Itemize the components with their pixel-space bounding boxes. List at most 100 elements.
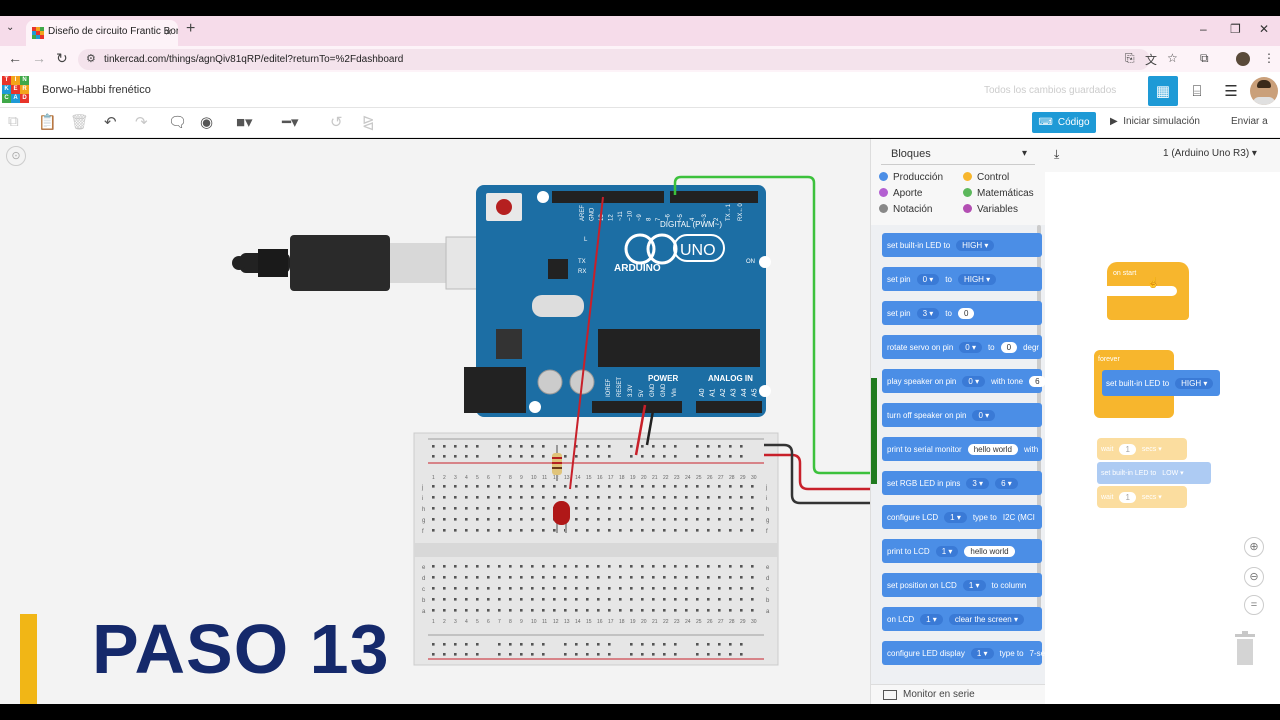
- breadboard-hole[interactable]: [520, 485, 523, 488]
- palette-block-arg[interactable]: 1 ▾: [920, 613, 943, 625]
- palette-block-arg[interactable]: 0: [957, 307, 975, 319]
- breadboard-hole[interactable]: [586, 507, 589, 510]
- breadboard-hole[interactable]: [443, 496, 446, 499]
- palette-block-arg[interactable]: degr: [1023, 342, 1040, 352]
- set-led-value[interactable]: HIGH ▾: [1175, 377, 1214, 389]
- breadboard-hole[interactable]: [718, 518, 721, 521]
- breadboard-hole[interactable]: [740, 565, 743, 568]
- breadboard-hole[interactable]: [454, 643, 457, 646]
- palette-block-arg[interactable]: hello world: [964, 545, 1015, 557]
- breadboard-hole[interactable]: [476, 445, 479, 448]
- breadboard-hole[interactable]: [641, 518, 644, 521]
- breadboard-hole[interactable]: [641, 609, 644, 612]
- breadboard-hole[interactable]: [454, 653, 457, 656]
- breadboard-hole[interactable]: [597, 485, 600, 488]
- breadboard-hole[interactable]: [542, 576, 545, 579]
- breadboard-hole[interactable]: [696, 587, 699, 590]
- breadboard-hole[interactable]: [542, 445, 545, 448]
- breadboard-hole[interactable]: [608, 653, 611, 656]
- breadboard-hole[interactable]: [520, 576, 523, 579]
- breadboard-hole[interactable]: [707, 485, 710, 488]
- breadboard-hole[interactable]: [476, 455, 479, 458]
- breadboard-hole[interactable]: [740, 455, 743, 458]
- breadboard-hole[interactable]: [608, 445, 611, 448]
- breadboard-hole[interactable]: [476, 518, 479, 521]
- breadboard-hole[interactable]: [707, 643, 710, 646]
- breadboard-hole[interactable]: [696, 485, 699, 488]
- breadboard-hole[interactable]: [531, 445, 534, 448]
- breadboard-hole[interactable]: [520, 598, 523, 601]
- breadboard-hole[interactable]: [619, 518, 622, 521]
- breadboard-hole[interactable]: [597, 609, 600, 612]
- breadboard-hole[interactable]: [520, 587, 523, 590]
- breadboard-hole[interactable]: [531, 609, 534, 612]
- color-picker-icon[interactable]: ■▾: [236, 114, 253, 131]
- breadboard-hole[interactable]: [740, 518, 743, 521]
- breadboard-hole[interactable]: [586, 598, 589, 601]
- breadboard-hole[interactable]: [498, 598, 501, 601]
- breadboard-hole[interactable]: [586, 445, 589, 448]
- breadboard-hole[interactable]: [487, 609, 490, 612]
- breadboard-hole[interactable]: [674, 565, 677, 568]
- breadboard-hole[interactable]: [454, 445, 457, 448]
- breadboard-hole[interactable]: [443, 445, 446, 448]
- breadboard-hole[interactable]: [487, 496, 490, 499]
- zoom-in-icon[interactable]: ⊕: [1244, 537, 1264, 557]
- breadboard-hole[interactable]: [476, 529, 479, 532]
- breadboard-hole[interactable]: [586, 485, 589, 488]
- breadboard-hole[interactable]: [729, 643, 732, 646]
- breadboard-hole[interactable]: [740, 445, 743, 448]
- breadboard-hole[interactable]: [454, 576, 457, 579]
- breadboard-hole[interactable]: [454, 598, 457, 601]
- breadboard-hole[interactable]: [751, 587, 754, 590]
- breadboard-hole[interactable]: [531, 455, 534, 458]
- breadboard-hole[interactable]: [520, 565, 523, 568]
- on-start-block[interactable]: on start: [1107, 262, 1189, 320]
- breadboard-hole[interactable]: [542, 609, 545, 612]
- breadboard-hole[interactable]: [597, 496, 600, 499]
- breadboard-hole[interactable]: [696, 598, 699, 601]
- notes-visibility-icon[interactable]: ◉: [200, 114, 214, 131]
- breadboard-hole[interactable]: [751, 565, 754, 568]
- breadboard-hole[interactable]: [531, 587, 534, 590]
- breadboard-hole[interactable]: [608, 609, 611, 612]
- breadboard-hole[interactable]: [707, 609, 710, 612]
- breadboard-hole[interactable]: [520, 518, 523, 521]
- breadboard-hole[interactable]: [531, 598, 534, 601]
- breadboard-hole[interactable]: [630, 643, 633, 646]
- breadboard-hole[interactable]: [443, 455, 446, 458]
- breadboard-hole[interactable]: [564, 496, 567, 499]
- breadboard-hole[interactable]: [685, 576, 688, 579]
- breadboard-hole[interactable]: [465, 507, 468, 510]
- breadboard-hole[interactable]: [663, 598, 666, 601]
- breadboard-hole[interactable]: [597, 653, 600, 656]
- breadboard-hole[interactable]: [641, 643, 644, 646]
- palette-block-arg[interactable]: 0 ▾: [972, 409, 996, 421]
- category-2[interactable]: Aporte: [879, 188, 922, 199]
- breadboard-hole[interactable]: [520, 496, 523, 499]
- breadboard-hole[interactable]: [443, 576, 446, 579]
- breadboard-hole[interactable]: [432, 485, 435, 488]
- breadboard-hole[interactable]: [729, 455, 732, 458]
- breadboard-hole[interactable]: [531, 576, 534, 579]
- breadboard-hole[interactable]: [498, 518, 501, 521]
- breadboard-hole[interactable]: [652, 565, 655, 568]
- breadboard-hole[interactable]: [454, 518, 457, 521]
- breadboard-hole[interactable]: [696, 496, 699, 499]
- breadboard-hole[interactable]: [597, 587, 600, 590]
- palette-block-arg[interactable]: type to: [972, 512, 997, 522]
- breadboard-hole[interactable]: [597, 565, 600, 568]
- breadboard-hole[interactable]: [575, 587, 578, 590]
- breadboard-hole[interactable]: [520, 455, 523, 458]
- send-to-button[interactable]: Enviar a: [1231, 116, 1268, 127]
- breadboard-hole[interactable]: [498, 445, 501, 448]
- palette-block-arg[interactable]: to: [945, 274, 952, 284]
- breadboard-hole[interactable]: [520, 445, 523, 448]
- palette-block-arg[interactable]: to column: [991, 580, 1027, 590]
- breadboard-hole[interactable]: [707, 653, 710, 656]
- breadboard-hole[interactable]: [553, 529, 556, 532]
- breadboard-hole[interactable]: [608, 565, 611, 568]
- breadboard-hole[interactable]: [663, 576, 666, 579]
